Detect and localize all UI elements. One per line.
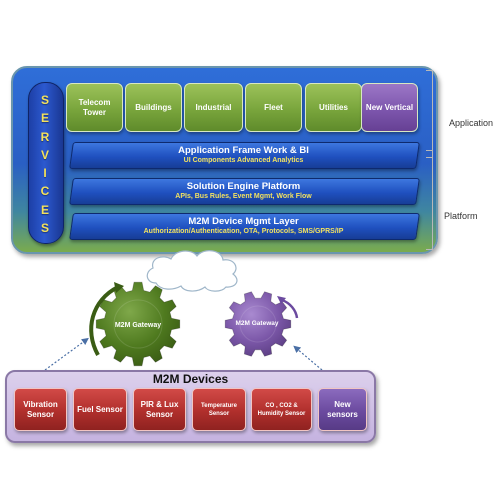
layer-device-mgmt-text: M2M Device Mgmt Layer Authorization/Auth…	[71, 213, 416, 238]
gear-icon	[224, 291, 292, 357]
rotate-arrow-icon	[281, 298, 299, 319]
services-letter: I	[43, 166, 47, 181]
layer-application-framework-text: Application Frame Work & BI UI Component…	[71, 142, 416, 167]
vertical-new-vertical: New Vertical	[361, 83, 418, 132]
vertical-label: Utilities	[319, 102, 348, 112]
layer-title: Solution Engine Platform	[186, 180, 301, 192]
services-letter: R	[40, 129, 50, 144]
arrow-head-icon	[277, 296, 286, 304]
services-label: S E R V I C E S	[28, 94, 62, 234]
vertical-telecom-tower: Telecom Tower	[66, 83, 123, 132]
connection-arrow	[44, 337, 89, 371]
device-label: New sensors	[327, 399, 358, 419]
device-label: Fuel Sensor	[77, 404, 123, 414]
device-label: Vibration Sensor	[23, 399, 58, 419]
arrow-head-icon	[114, 282, 124, 293]
gateway-label: M2M Gateway	[236, 320, 279, 327]
services-letter: S	[40, 93, 49, 107]
services-letter: S	[40, 220, 49, 235]
device-co-humidity-sensor: CO , CO2 & Humidity Sensor	[251, 388, 312, 431]
vertical-label: Industrial	[195, 102, 232, 112]
rotate-arrow-icon	[89, 285, 119, 356]
device-vibration-sensor: Vibration Sensor	[14, 388, 67, 431]
vertical-label: New Vertical	[365, 102, 414, 112]
device-new-sensors: New sensors	[318, 388, 367, 431]
services-letter: C	[40, 184, 50, 199]
gear-icon	[95, 281, 181, 367]
vertical-fleet: Fleet	[245, 83, 302, 132]
devices-title: M2M Devices	[152, 372, 229, 386]
services-letter: V	[40, 147, 49, 162]
vertical-industrial: Industrial	[184, 83, 243, 132]
platform-bracket	[426, 150, 433, 250]
layer-title: M2M Device Mgmt Layer	[188, 215, 299, 227]
application-bracket	[426, 70, 433, 158]
services-letter: E	[40, 111, 49, 126]
device-pir-lux-sensor: PIR & Lux Sensor	[133, 388, 186, 431]
device-label: Temperature Sensor	[201, 402, 237, 417]
device-fuel-sensor: Fuel Sensor	[73, 388, 127, 431]
layer-title: Application Frame Work & BI	[178, 144, 309, 156]
vertical-buildings: Buildings	[125, 83, 182, 132]
layer-subtitle: APIs, Bus Rules, Event Mgmt, Work Flow	[175, 192, 312, 200]
device-temperature-sensor: Temperature Sensor	[192, 388, 246, 431]
device-label: PIR & Lux Sensor	[140, 399, 179, 419]
gateway-label: M2M Gateway	[115, 322, 161, 329]
vertical-label: Buildings	[135, 102, 172, 112]
services-bar	[28, 82, 64, 244]
cloud-icon	[146, 250, 238, 292]
device-label: CO , CO2 & Humidity Sensor	[257, 402, 306, 417]
vertical-label: Fleet	[264, 102, 283, 112]
vertical-utilities: Utilities	[305, 83, 362, 132]
application-label: Application	[449, 118, 494, 128]
layer-solution-engine-text: Solution Engine Platform APIs, Bus Rules…	[71, 178, 416, 203]
layer-subtitle: UI Components Advanced Analytics	[183, 156, 304, 164]
services-letter: E	[40, 202, 49, 217]
vertical-label: Telecom Tower	[78, 97, 111, 117]
layer-subtitle: Authorization/Authentication, OTA, Proto…	[143, 227, 344, 235]
connection-arrow	[293, 345, 323, 371]
platform-label: Platform	[444, 211, 478, 221]
